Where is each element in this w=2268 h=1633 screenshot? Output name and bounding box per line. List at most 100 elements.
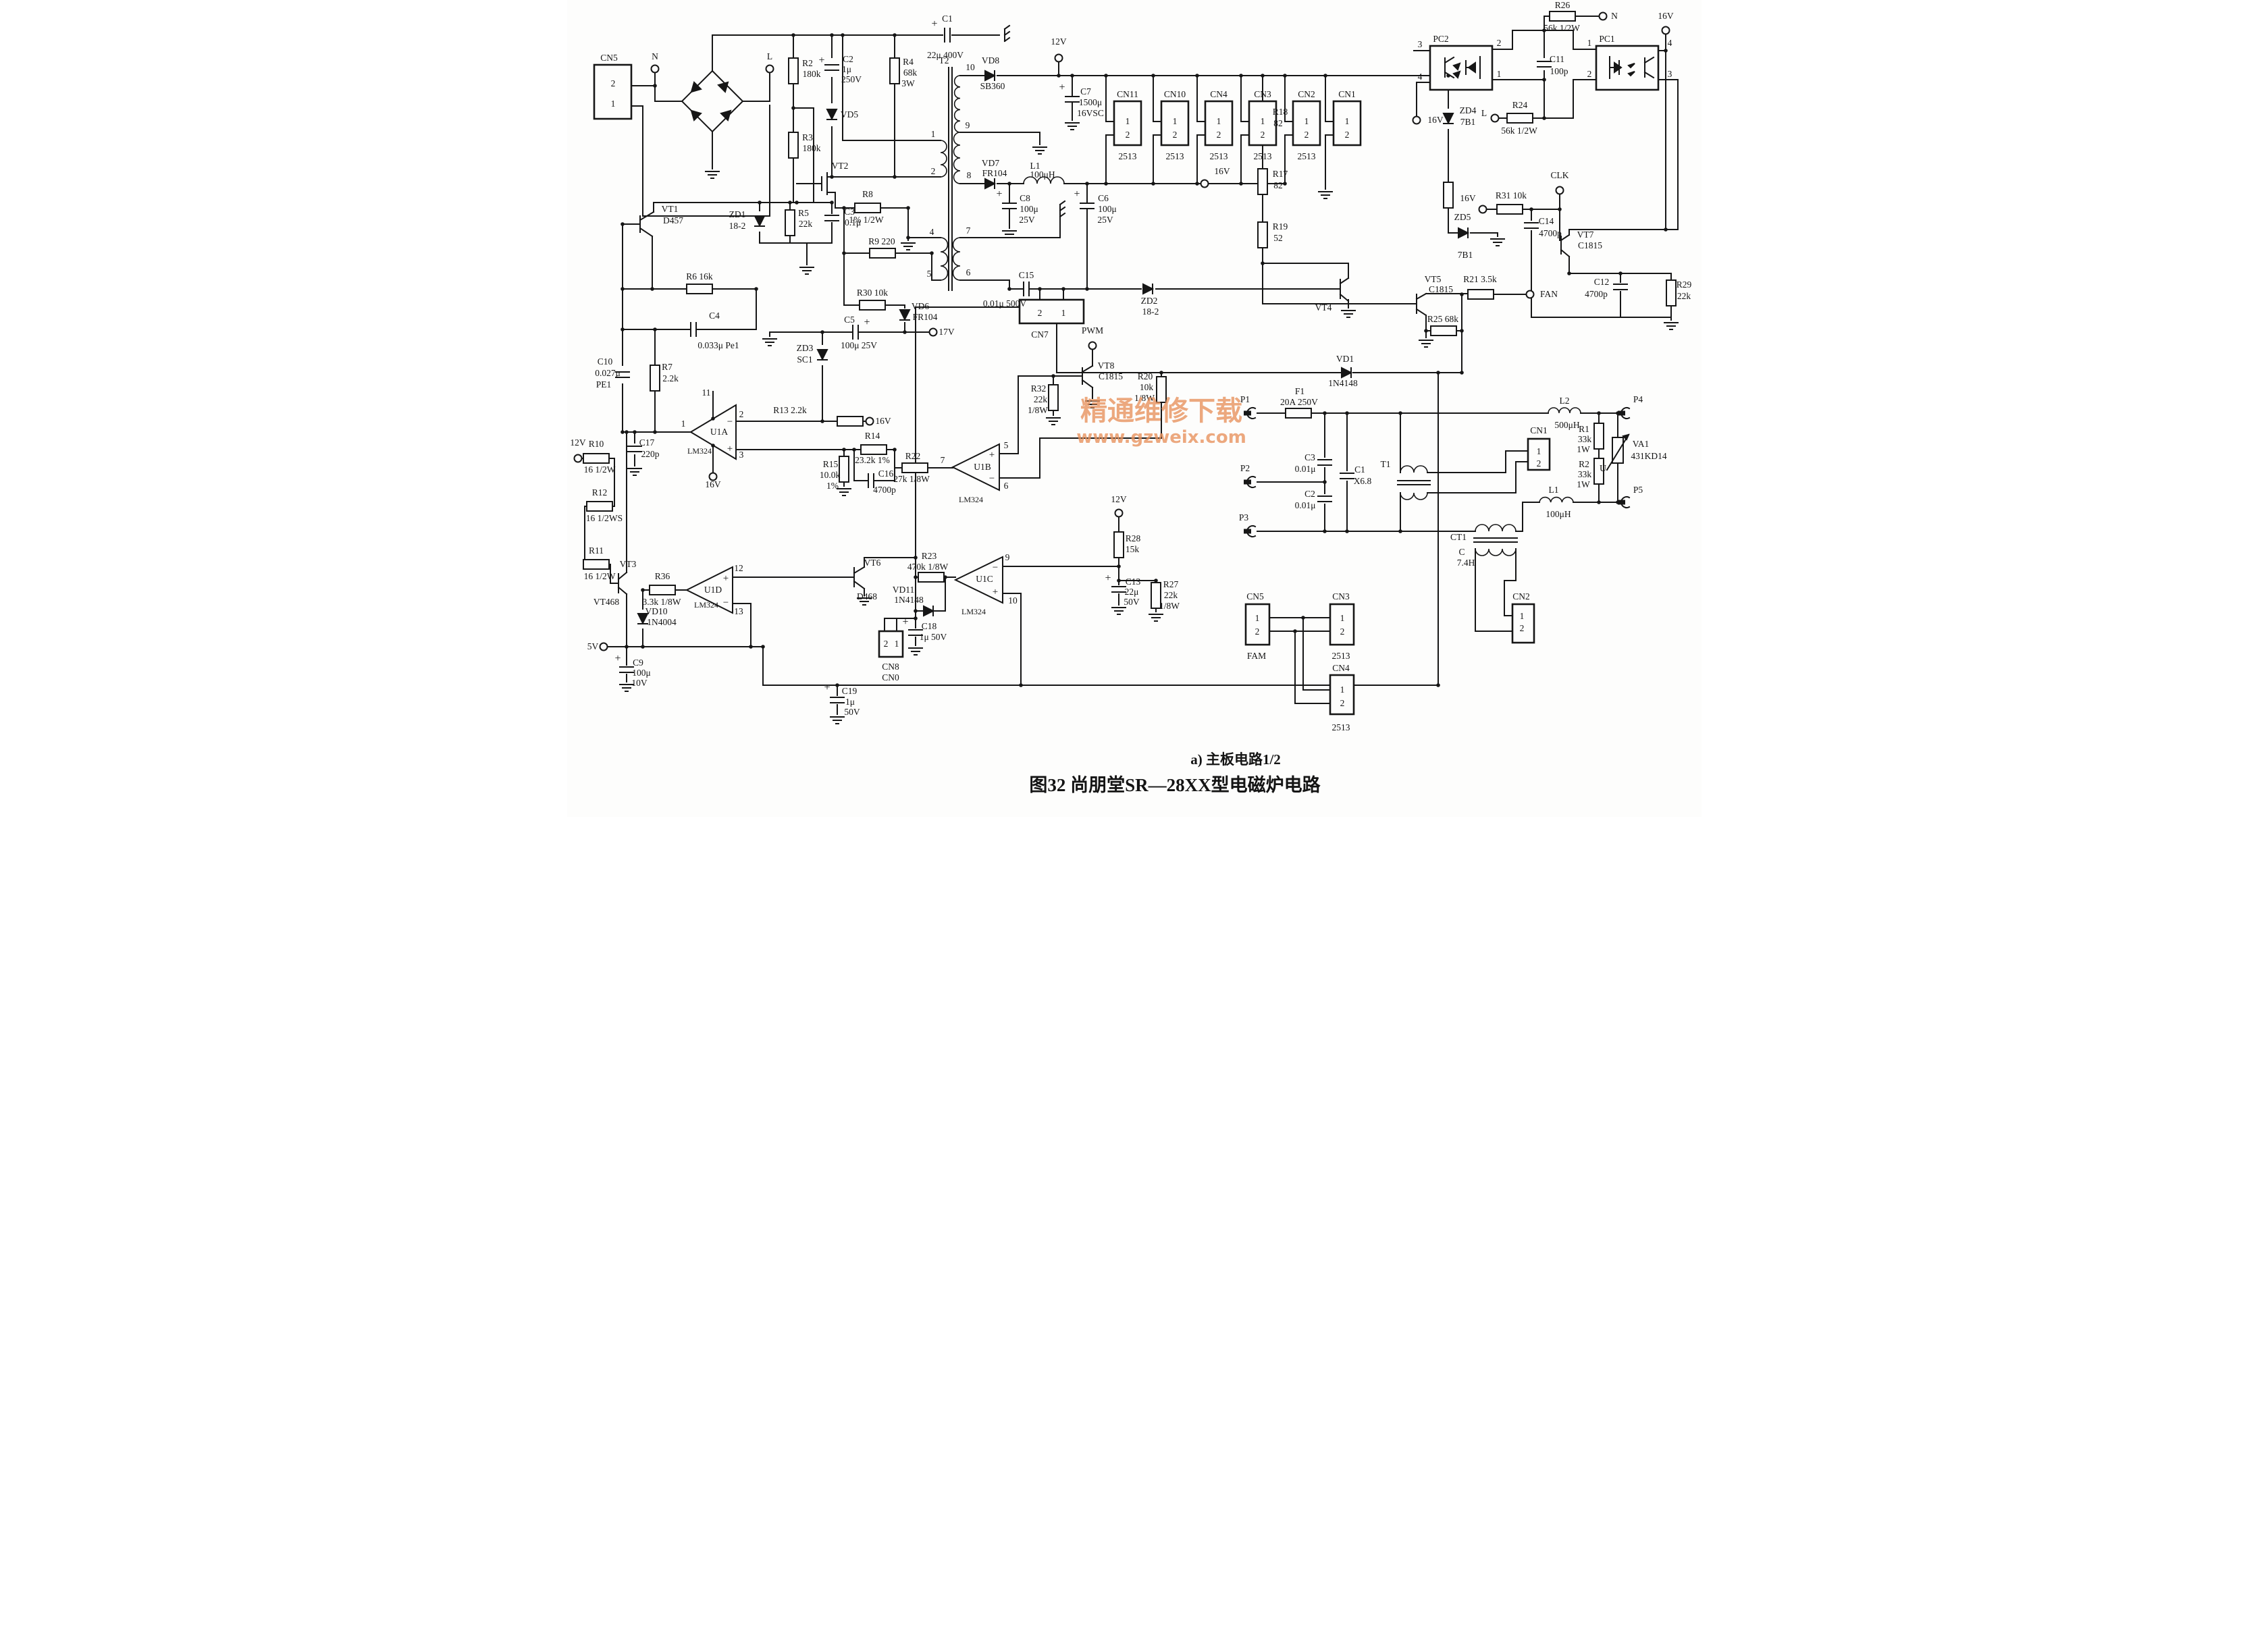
label: 3: [1417, 39, 1422, 49]
label: 13: [734, 606, 743, 616]
junction-dot: [1238, 74, 1243, 78]
label: C5: [844, 315, 855, 325]
label: 100μ: [1020, 204, 1038, 214]
junction-dot: [652, 84, 657, 88]
junction-dot: [1037, 287, 1042, 291]
terminal-16v-topright: [1661, 26, 1670, 35]
junction-dot: [1061, 287, 1065, 291]
terminal-12v: [1054, 53, 1063, 63]
label: 1: [1536, 446, 1541, 456]
watermark: 精通维修下载 www.gzweix.com: [1076, 396, 1246, 448]
label: L: [766, 51, 772, 61]
label: 8: [966, 170, 971, 180]
junction-dot: [1663, 227, 1668, 232]
label: 4700p: [1585, 289, 1608, 299]
connector-cn2: [1292, 100, 1321, 146]
label: 2: [739, 409, 743, 419]
label: C1: [1354, 464, 1365, 475]
label: 16 1/2W: [583, 571, 615, 581]
label: +: [864, 317, 870, 328]
junction-dot: [760, 645, 765, 649]
transistor-vt1: [636, 211, 654, 238]
label: 1%: [826, 481, 839, 491]
label: 0.01μ 500V: [982, 298, 1026, 309]
terminal-fan: [1525, 290, 1534, 299]
label: 22μ: [1124, 587, 1138, 597]
junction-dot: [791, 33, 795, 37]
junction-dot: [1459, 329, 1464, 333]
junction-dot: [841, 448, 846, 452]
label: 7B1: [1457, 250, 1473, 260]
junction-dot: [820, 419, 824, 423]
label: VT3: [619, 559, 636, 569]
label: 1: [1519, 611, 1524, 621]
label: CN2: [1298, 89, 1315, 99]
label: 25V: [1019, 215, 1035, 225]
label: 20A 250V: [1280, 397, 1318, 407]
label: R30 10k: [856, 288, 887, 298]
junction-dot: [841, 251, 846, 255]
transistor-vt7: [1558, 234, 1570, 258]
junction-dot: [851, 448, 856, 452]
junction-dot: [841, 206, 846, 210]
terminal-n-r26: [1598, 11, 1607, 21]
label: VT7: [1577, 230, 1593, 240]
label: 1μ: [842, 64, 851, 74]
label: P1: [1240, 394, 1249, 404]
junction-dot: [1596, 411, 1601, 415]
junction-dot: [1260, 74, 1265, 78]
label: R31 10k: [1495, 190, 1526, 200]
label: C15: [1018, 270, 1034, 280]
junction-dot: [1153, 579, 1158, 583]
caption-title: 图32 尚朋堂SR—28XX型电磁炉电路: [1029, 774, 1321, 795]
label: C6: [1098, 193, 1109, 203]
label: R23: [921, 551, 937, 561]
label: R14: [864, 431, 880, 441]
label: U: [1599, 464, 1606, 474]
terminal-12v-r28: [1114, 508, 1123, 518]
plug-p1: [1243, 407, 1256, 419]
label: 9: [965, 120, 970, 130]
transistor-vt6: [853, 566, 865, 590]
connector-cn4: [1204, 100, 1233, 146]
label: C2: [1304, 489, 1315, 499]
label: 0.01μ: [1294, 464, 1315, 474]
junction-dot: [1084, 182, 1089, 186]
label: 9: [1005, 552, 1009, 562]
label: 10: [966, 62, 975, 72]
label: 250V: [841, 74, 862, 84]
junction-dot: [1159, 371, 1163, 375]
label: C11: [1549, 54, 1564, 64]
label: C3: [844, 207, 855, 217]
label: 1: [1304, 116, 1309, 126]
label: 1W: [1577, 444, 1590, 454]
junction-dot: [829, 33, 834, 37]
label: 16V: [705, 479, 721, 489]
label: 7: [940, 455, 945, 465]
label: +: [818, 55, 824, 66]
junction-dot: [1435, 371, 1440, 375]
label: 2513: [1209, 151, 1228, 161]
junction-dot: [1018, 683, 1023, 687]
label: R22: [905, 451, 920, 461]
label: VT5: [1424, 274, 1441, 284]
label: 4: [1417, 72, 1422, 82]
terminal-pwm: [1088, 341, 1097, 350]
label: P5: [1633, 485, 1643, 495]
label: 180k: [802, 143, 820, 153]
junction-dot: [913, 556, 918, 560]
terminal-16v-bus: [1200, 179, 1209, 188]
junction-dot: [829, 175, 834, 179]
terminal-n: [650, 64, 659, 74]
junction-dot: [1423, 329, 1428, 333]
label: FAN: [1539, 289, 1557, 299]
label: 16 1/2WS: [585, 513, 622, 523]
label: 2: [1255, 626, 1259, 637]
label: 56k 1/2W: [1544, 23, 1580, 33]
label: CN5: [1246, 591, 1264, 601]
label: 12V: [1111, 494, 1127, 504]
label: CN4: [1332, 663, 1350, 673]
junction-dot: [1618, 271, 1623, 275]
label: R9 220: [868, 236, 895, 246]
terminal-17v: [928, 327, 937, 337]
